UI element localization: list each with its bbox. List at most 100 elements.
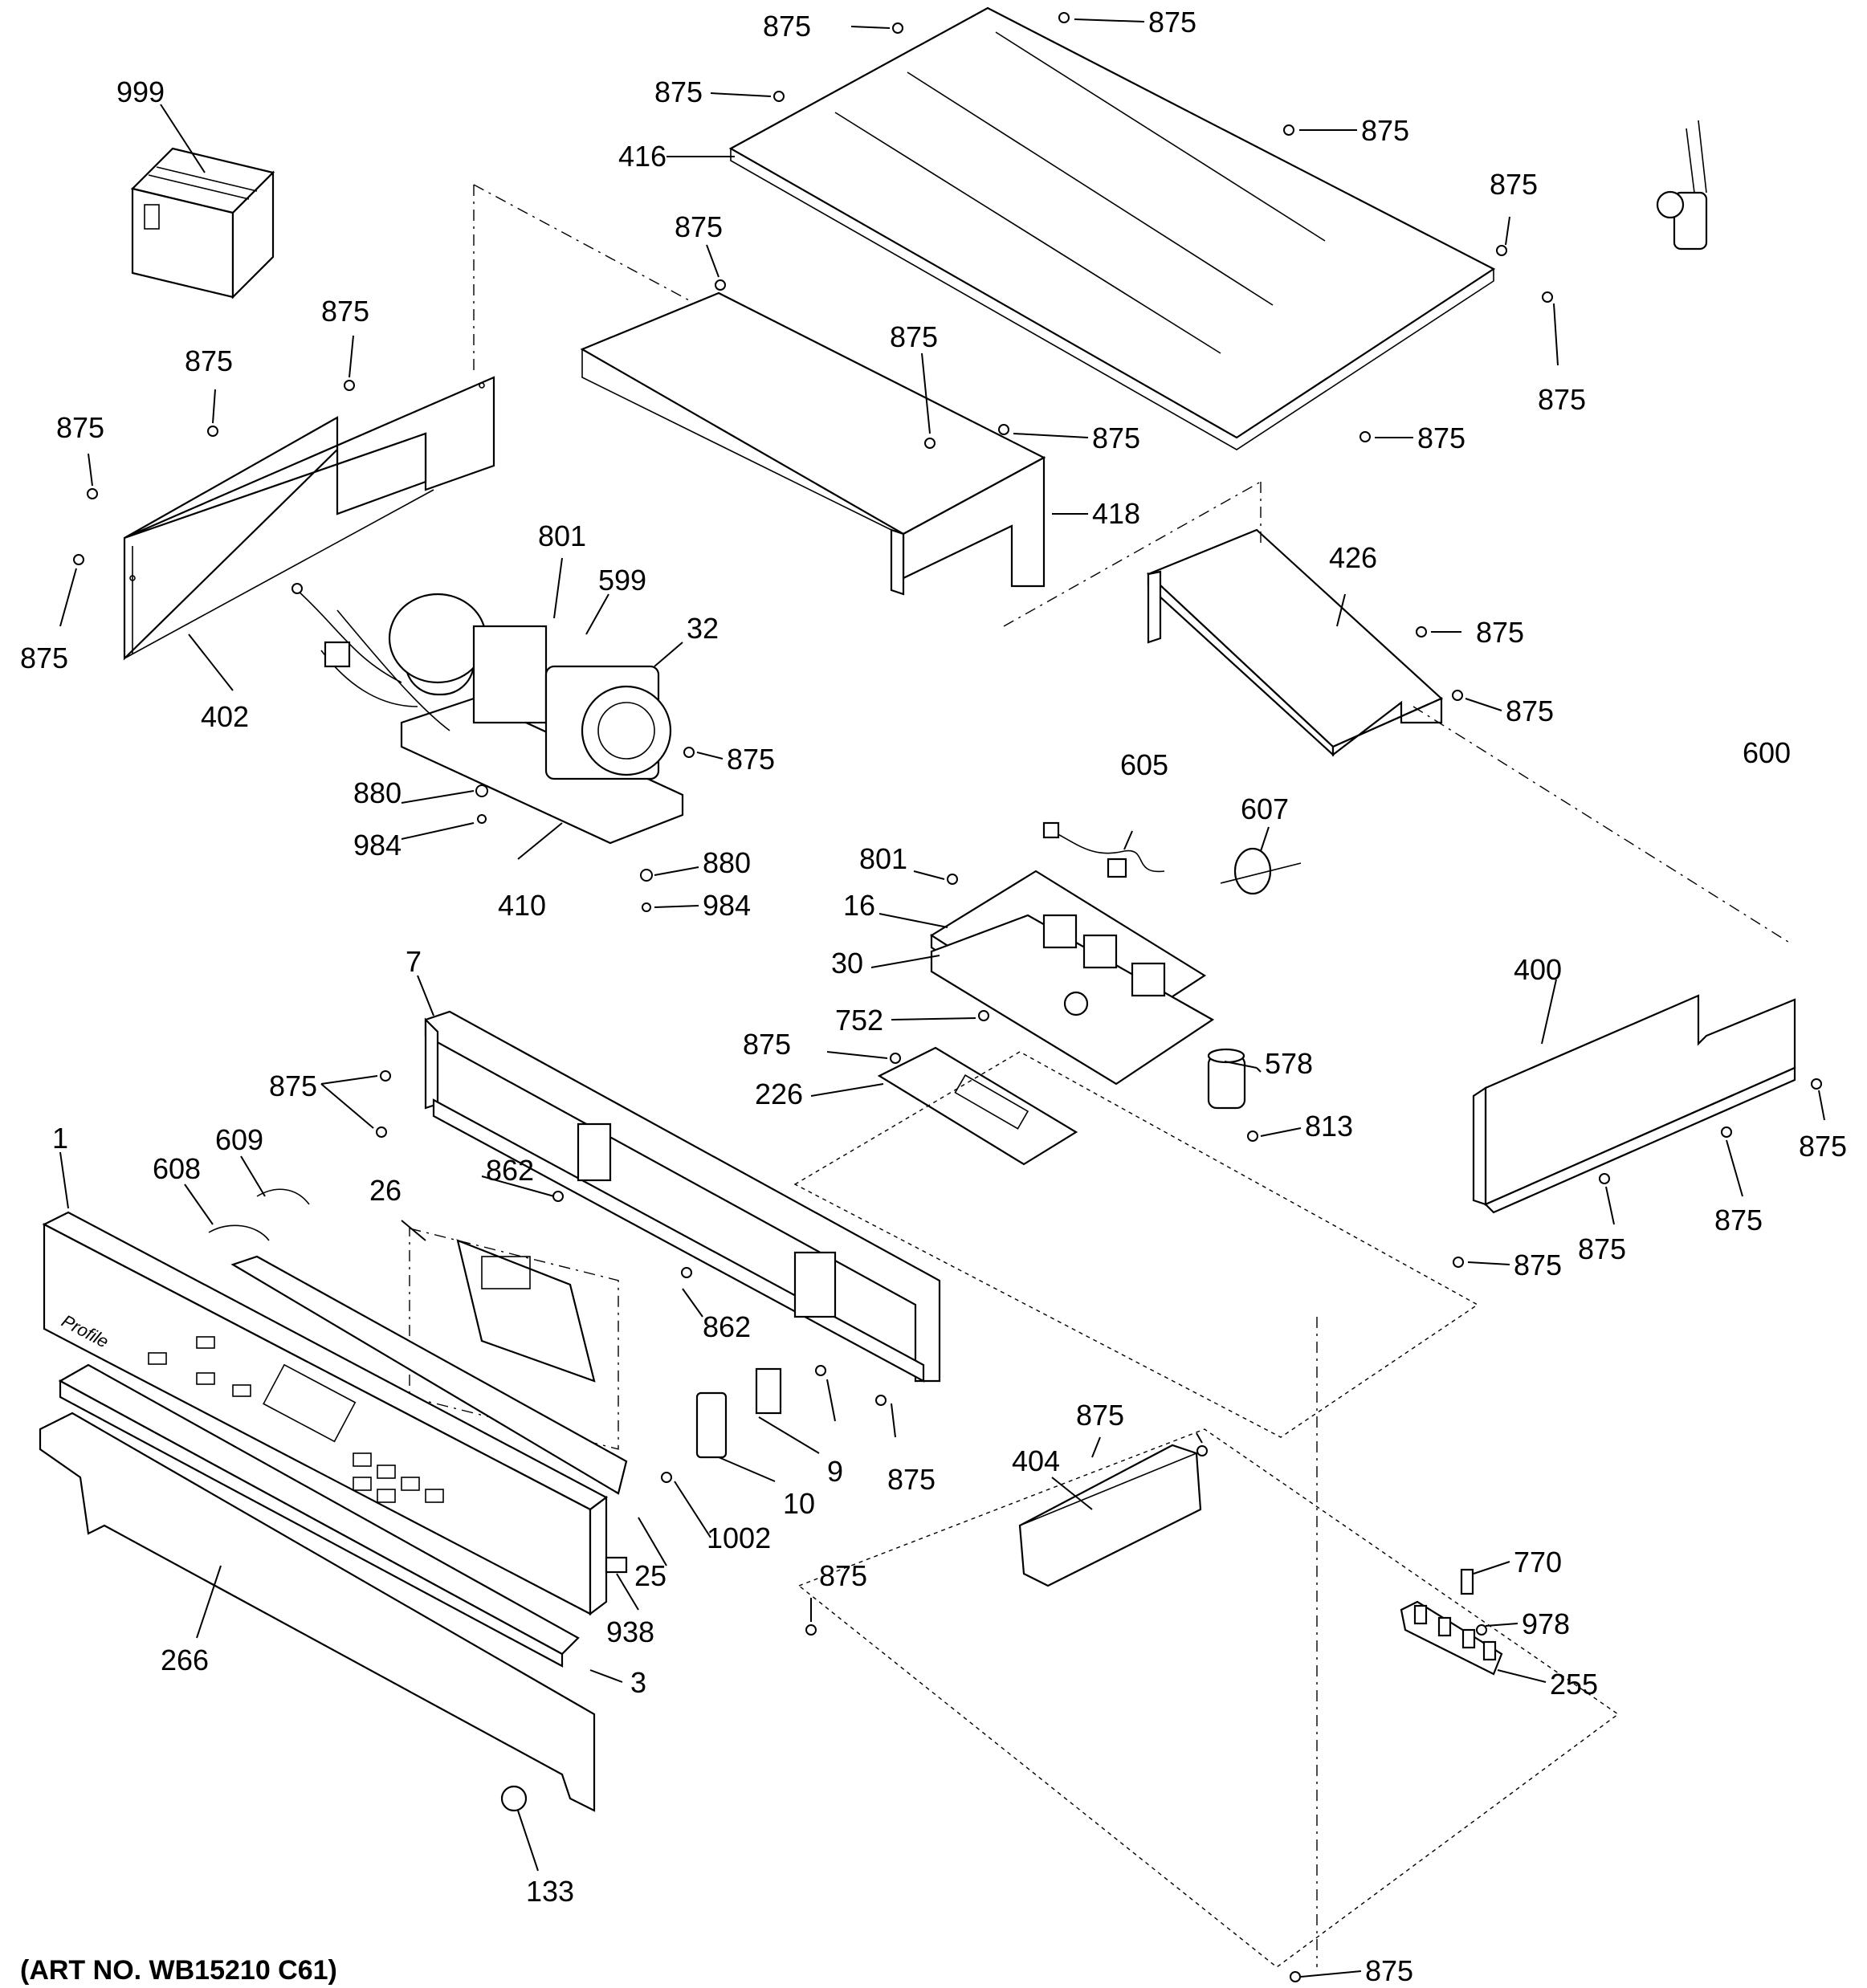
- knob: [500, 1785, 528, 1812]
- callout-862-a: 862: [486, 1154, 534, 1187]
- callout-880-a: 880: [353, 776, 402, 809]
- callout-226: 226: [755, 1078, 803, 1110]
- callout-813: 813: [1305, 1110, 1353, 1143]
- callout-16: 16: [843, 889, 875, 922]
- callout-875-08: 875: [1092, 422, 1140, 454]
- accessory-box: [130, 147, 275, 299]
- door-switch: [755, 1367, 782, 1415]
- callout-875-09: 875: [675, 210, 723, 243]
- callout-418: 418: [1092, 497, 1140, 530]
- rear-bracket: [1146, 528, 1443, 757]
- callout-875-14: 875: [20, 642, 68, 674]
- callout-875-02: 875: [1148, 6, 1196, 39]
- callout-875-16: 875: [1506, 695, 1554, 727]
- callout-875-03: 875: [654, 75, 703, 108]
- callout-984-b: 984: [703, 889, 751, 922]
- right-side-panel: [1472, 994, 1796, 1214]
- callout-875-05: 875: [1490, 168, 1538, 201]
- callout-880-b: 880: [703, 846, 751, 879]
- callout-801-b: 801: [859, 842, 907, 875]
- keypad-board: [230, 1255, 628, 1495]
- ground-screw: [1460, 1568, 1474, 1595]
- callout-605: 605: [1120, 748, 1168, 781]
- callout-599: 599: [598, 564, 646, 597]
- callout-26: 26: [369, 1174, 402, 1207]
- callout-984-a: 984: [353, 829, 402, 862]
- relay-control-board: [929, 870, 1215, 1086]
- callout-255: 255: [1550, 1668, 1598, 1701]
- callout-875-11: 875: [321, 295, 369, 328]
- callout-875-20: 875: [887, 1463, 936, 1496]
- callout-416: 416: [618, 140, 666, 173]
- callout-875-19: 875: [269, 1069, 317, 1102]
- callout-770: 770: [1514, 1546, 1562, 1579]
- callout-875-13: 875: [56, 411, 104, 444]
- callout-801-a: 801: [538, 519, 586, 552]
- callout-426: 426: [1329, 541, 1377, 574]
- callout-875-27: 875: [1365, 1954, 1413, 1987]
- front-control-panel: Profile: [42, 1211, 609, 1616]
- callout-10: 10: [783, 1487, 815, 1520]
- callout-875-24: 875: [1578, 1232, 1626, 1265]
- callout-875-21: 875: [1076, 1399, 1124, 1432]
- harness-609: [256, 1188, 310, 1205]
- callout-978: 978: [1522, 1607, 1570, 1640]
- callout-938: 938: [606, 1615, 654, 1648]
- callout-875-07: 875: [1417, 422, 1465, 454]
- callout-875-10: 875: [890, 320, 938, 353]
- callout-875-15: 875: [1476, 616, 1524, 649]
- callout-875-01: 875: [763, 10, 811, 43]
- callout-608: 608: [153, 1152, 201, 1185]
- callout-578: 578: [1265, 1047, 1313, 1080]
- callout-1: 1: [52, 1122, 68, 1155]
- clip: [605, 1556, 628, 1574]
- front-base-brace: [1018, 1444, 1202, 1587]
- callout-875-23: 875: [1514, 1249, 1562, 1281]
- callout-402: 402: [201, 700, 249, 733]
- callout-410: 410: [498, 889, 546, 922]
- leader-lines: [59, 18, 1825, 1978]
- callout-875-26: 875: [1799, 1130, 1847, 1163]
- upper-shelf-bracket: [580, 291, 1046, 596]
- callout-30: 30: [831, 947, 863, 980]
- fuse-block: [695, 1391, 728, 1459]
- callout-875-12: 875: [185, 344, 233, 377]
- callout-labels: 999 416 418 426 400 402 404 410 600 605 …: [20, 6, 1847, 1987]
- callout-875-25: 875: [1714, 1204, 1763, 1236]
- callout-875-17: 875: [727, 743, 775, 776]
- callout-862-b: 862: [703, 1310, 751, 1343]
- callout-999: 999: [116, 75, 165, 108]
- callout-133: 133: [526, 1875, 574, 1908]
- harness-608: [208, 1224, 270, 1241]
- control-mounting-bracket: [424, 1010, 941, 1383]
- callout-400: 400: [1514, 953, 1562, 986]
- capacitor: [1207, 1048, 1246, 1110]
- art-number: (ART NO. WB15210 C61): [20, 1955, 337, 1986]
- callout-404: 404: [1012, 1444, 1060, 1477]
- callout-1002: 1002: [707, 1522, 771, 1554]
- callout-875-06: 875: [1538, 383, 1586, 416]
- callout-600: 600: [1743, 736, 1791, 769]
- callout-752: 752: [835, 1004, 883, 1037]
- callout-609: 609: [215, 1123, 263, 1156]
- callout-875-18: 875: [743, 1028, 791, 1061]
- callout-3: 3: [630, 1666, 646, 1699]
- screw-markers: [73, 12, 1822, 1982]
- callout-875-04: 875: [1361, 114, 1409, 147]
- blower-motor-assembly: [291, 583, 684, 845]
- left-side-panel: [123, 376, 495, 661]
- callout-875-22: 875: [819, 1559, 867, 1592]
- terminal-block: [1400, 1600, 1503, 1676]
- power-cord: [1656, 118, 1845, 666]
- callout-25: 25: [634, 1559, 666, 1592]
- mid-frame-outline: [793, 1051, 1479, 1438]
- lower-trim-strip: [58, 1363, 580, 1668]
- ferrite-choke: [1220, 847, 1302, 895]
- callout-266: 266: [161, 1644, 209, 1676]
- callout-32: 32: [687, 612, 719, 645]
- callout-7: 7: [406, 945, 422, 978]
- callout-9: 9: [827, 1455, 843, 1488]
- base-frame-outline: [797, 1428, 1620, 1968]
- display-board: [456, 1239, 596, 1383]
